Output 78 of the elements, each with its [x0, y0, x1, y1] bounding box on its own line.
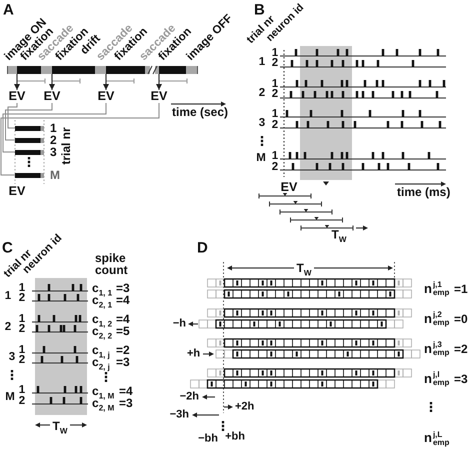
trial-number: 3 [50, 146, 57, 158]
spike-count-value: =2 [116, 344, 130, 356]
trial-number: 2 [258, 88, 266, 98]
vertical-ellipsis: ⋮ [424, 402, 438, 414]
shift-label: +2h [235, 402, 254, 412]
vertical-ellipsis: ⋮ [256, 136, 268, 148]
coincidence-count-value: =3 [454, 372, 468, 384]
spike-count-value: =3 [116, 356, 130, 368]
panel-letter: C [2, 240, 13, 256]
trial-number: 3 [8, 352, 16, 362]
trial-number: 1 [4, 291, 12, 301]
event-label: EV [44, 90, 60, 103]
neuron-number: 1 [18, 314, 26, 324]
axis-label: time (sec) [172, 106, 228, 118]
shift-label: +bh [225, 432, 245, 442]
window-width-label: T$_{W}$ [52, 420, 68, 432]
spike-count-value: =4 [119, 385, 133, 397]
event-label: EV [150, 90, 168, 103]
neuron-number: 2 [272, 58, 278, 68]
shift-label: −h [172, 318, 186, 330]
vertical-ellipsis: ⋮ [22, 156, 36, 170]
trial-number: 3 [258, 118, 266, 128]
event-label: EV [98, 90, 114, 103]
connector-line [2, 102, 106, 152]
neuron-number: 2 [272, 162, 278, 172]
window-width-label: T$_{W}$ [296, 262, 312, 274]
neuron-number: 2 [18, 354, 26, 364]
neuron-number: 2 [272, 120, 278, 130]
neuron-number: 2 [272, 89, 278, 99]
neuron-number: 1 [272, 78, 278, 88]
neuron-number: 1 [272, 150, 278, 160]
neuron-number: 1 [272, 108, 278, 118]
column-heading: spike count [95, 252, 129, 276]
connector-line [8, 102, 18, 128]
coincidence-count-value: =2 [454, 342, 468, 354]
neuron-number: 1 [272, 48, 278, 58]
shift-label: −bh [198, 434, 218, 444]
shift-label: −3h [170, 410, 189, 420]
vertical-ellipsis: ⋮ [100, 372, 112, 384]
arrow [14, 74, 20, 90]
neuron-number: 1 [18, 344, 26, 354]
axis-label: trial nr [60, 127, 72, 165]
event-label: EV [280, 180, 298, 193]
spike-count-value: =3 [116, 282, 130, 294]
neuron-number: 2 [18, 292, 26, 302]
panel-letter: A [3, 2, 14, 17]
trial-number: 2 [50, 134, 57, 146]
trial-number: 1 [258, 57, 266, 67]
arrow [103, 74, 109, 90]
neuron-number: 1 [18, 282, 26, 292]
coincidence-count-value: =0 [454, 312, 468, 324]
trial-number: M [256, 153, 266, 163]
panel-letter: D [197, 240, 208, 256]
vertical-ellipsis: ⋮ [216, 420, 230, 434]
arrow [156, 74, 162, 90]
event-label: EV [8, 184, 26, 198]
trial-number: M [5, 392, 15, 402]
spike-count-value: =5 [116, 325, 130, 337]
arrow [49, 74, 55, 90]
shift-label: −2h [180, 392, 199, 402]
connector-line [5, 102, 52, 140]
trial-number: 1 [50, 122, 57, 134]
shift-label: +h [187, 348, 200, 360]
trial-number: M [50, 169, 60, 181]
neuron-number: 2 [18, 324, 26, 334]
neuron-number: 2 [18, 396, 26, 406]
axis-label: time (ms) [397, 186, 450, 198]
vertical-ellipsis: ⋮ [6, 370, 18, 382]
trial-number: 2 [4, 322, 12, 332]
coincidence-count-value: =1 [454, 282, 468, 294]
window-width-label: T$_{W}$ [332, 230, 346, 240]
spike-count-value: =4 [116, 294, 130, 306]
neuron-number: 1 [18, 385, 26, 395]
panel-letter: B [254, 2, 265, 18]
connector-line [0, 102, 160, 176]
event-label: EV [8, 90, 26, 103]
spike-count-value: =3 [119, 397, 133, 409]
spike-count-value: =4 [116, 313, 130, 325]
